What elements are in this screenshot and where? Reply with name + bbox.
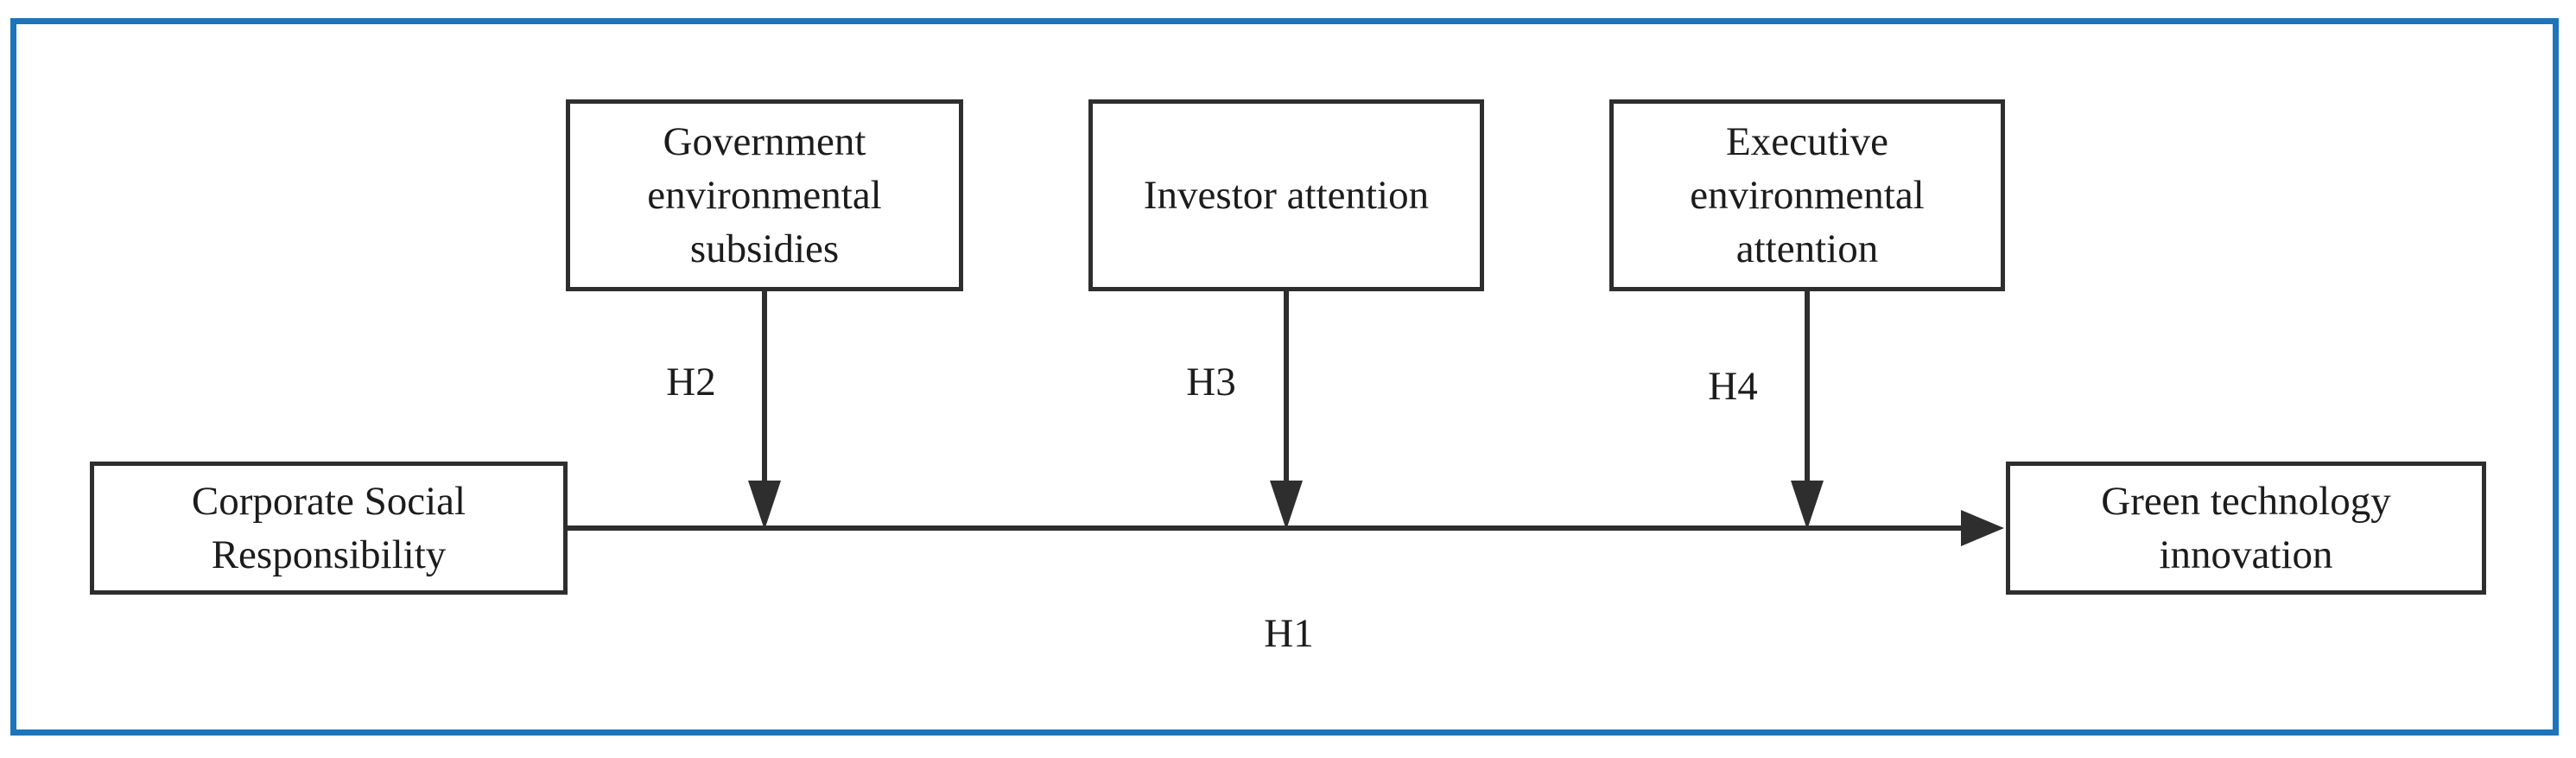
node-label: Executive environmental attention xyxy=(1690,118,1925,272)
node-label: Corporate Social Responsibility xyxy=(191,478,466,577)
node-label: Investor attention xyxy=(1143,172,1430,218)
node-label: Government environmental subsidies xyxy=(647,118,882,272)
hypothesis-label-h3: H3 xyxy=(1186,360,1236,404)
node-investor-attention: Investor attention xyxy=(1088,99,1484,291)
node-corporate-social-responsibility: Corporate Social Responsibility xyxy=(90,462,568,595)
figure-border xyxy=(10,18,2559,736)
hypothesis-label-h1: H1 xyxy=(1264,611,1314,656)
hypothesis-label-h4: H4 xyxy=(1708,364,1758,409)
node-executive-environmental-attention: Executive environmental attention xyxy=(1609,99,2005,291)
node-green-technology-innovation: Green technology innovation xyxy=(2006,462,2486,595)
node-government-environmental-subsidies: Government environmental subsidies xyxy=(566,99,963,291)
hypothesis-label-h2: H2 xyxy=(666,360,716,404)
node-label: Green technology innovation xyxy=(2101,478,2391,577)
